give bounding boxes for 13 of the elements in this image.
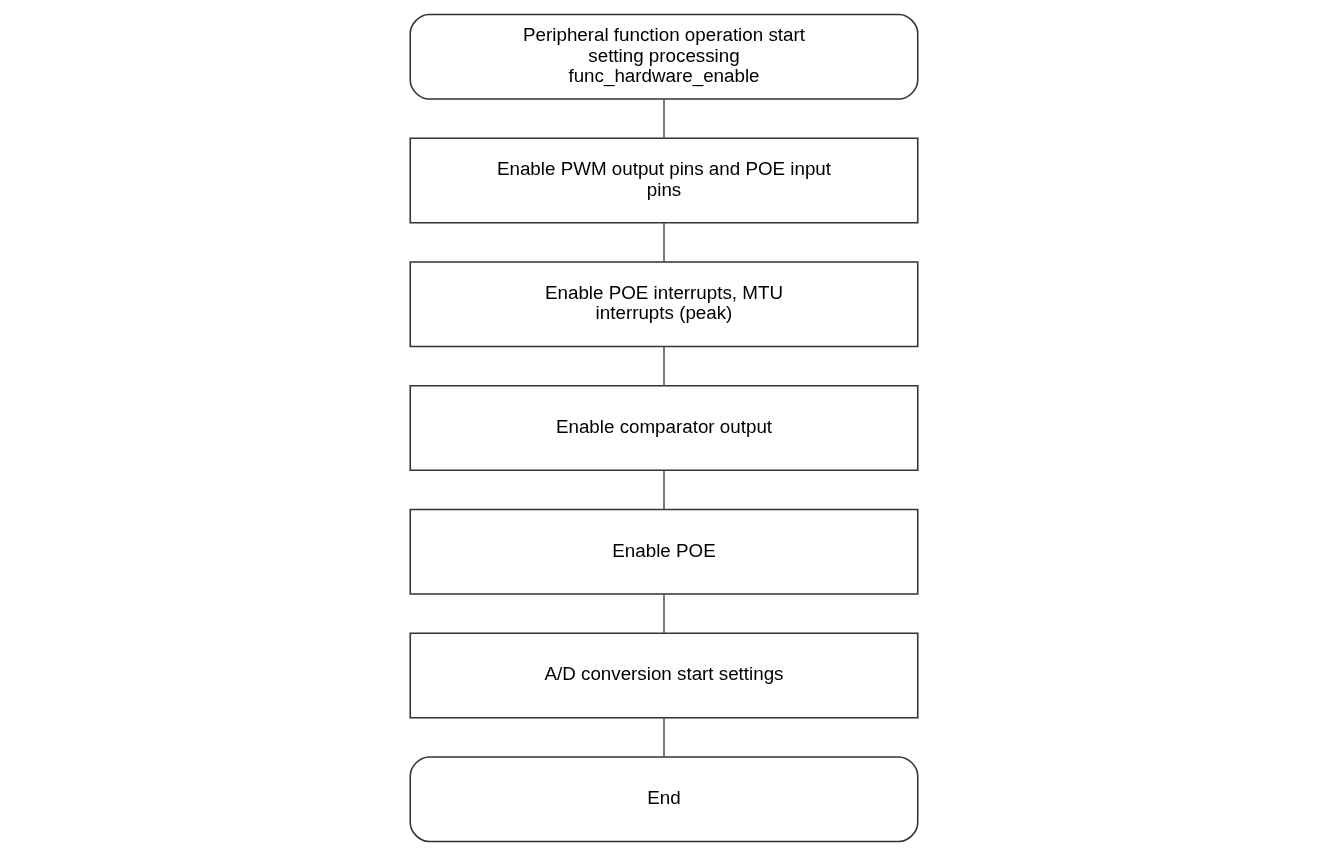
connector [662,222,665,263]
connector [662,593,665,634]
connector [662,98,665,139]
node-box: Enable POE [409,508,918,595]
node-box: Peripheral function operation start setting processing func_hardware_enable [409,13,918,100]
node-box: A/D conversion start settings [409,632,918,719]
connector [662,345,665,387]
node-box: End [409,756,918,843]
node-box: Enable PWM output pins and POE input pins [409,137,918,224]
node-box: Enable POE interrupts, MTU interrupts (peak) [409,261,918,348]
connector [662,717,665,758]
connector [662,469,665,511]
node-box: Enable comparator output [409,384,918,472]
